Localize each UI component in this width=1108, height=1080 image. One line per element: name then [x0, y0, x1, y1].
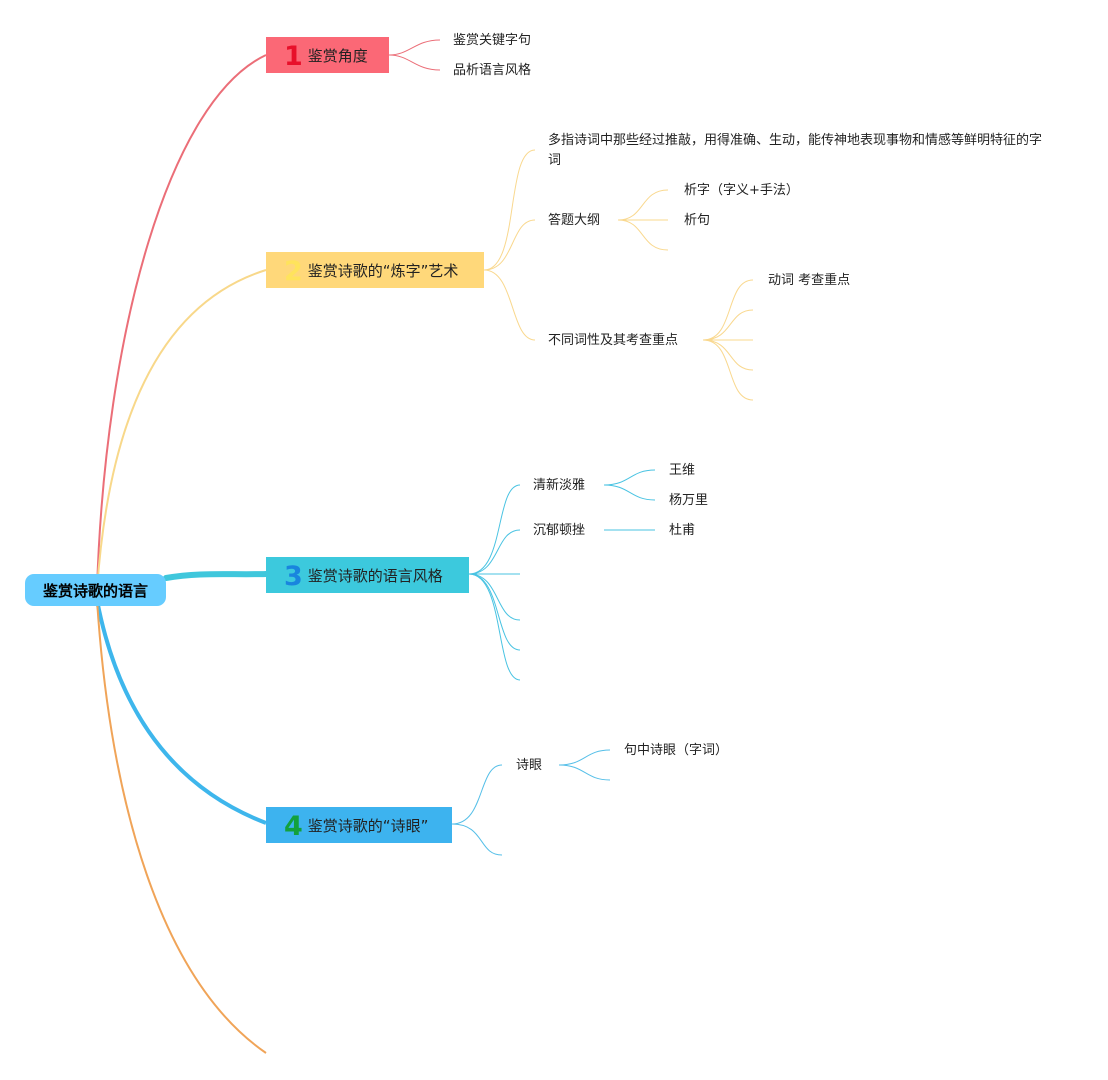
- subtopic-2-2-2[interactable]: 析句: [684, 213, 711, 228]
- connector-t3-c6: [468, 573, 521, 681]
- topic-3-label: 鉴赏诗歌的语言风格: [307, 566, 443, 585]
- subtopic-3-1-1[interactable]: 王维: [669, 463, 696, 478]
- subtopic-3-2-1[interactable]: 杜甫: [669, 523, 696, 538]
- number-1-icon: 1: [284, 40, 303, 72]
- branch-line-2: [96, 269, 267, 591]
- connector-dt-3: [617, 219, 669, 251]
- number-2-icon: 2: [284, 255, 303, 287]
- connector-t2-c3: [483, 269, 536, 341]
- connector-cx-4: [702, 339, 754, 371]
- connector-t1-c1: [388, 39, 441, 56]
- root-topic[interactable]: 鉴赏诗歌的语言: [25, 574, 166, 606]
- topic-2-label: 鉴赏诗歌的“炼字”艺术: [307, 261, 459, 280]
- subtopic-1-1[interactable]: 鉴赏关键字句: [453, 33, 532, 48]
- connector-t3-c4: [468, 573, 521, 621]
- subtopic-3-1-2[interactable]: 杨万里: [669, 493, 709, 508]
- topic-3[interactable]: 3 鉴赏诗歌的语言风格: [266, 557, 469, 593]
- connector-dt-1: [617, 189, 669, 221]
- connector-cx-5: [702, 339, 754, 401]
- connector-t4-c2: [451, 823, 503, 856]
- connector-sy-2: [558, 764, 611, 781]
- branch-line-5: [96, 599, 267, 1054]
- connector-t2-c2: [483, 219, 536, 271]
- topic-2[interactable]: 2 鉴赏诗歌的“炼字”艺术: [266, 252, 484, 288]
- subtopic-4-1-1[interactable]: 句中诗眼（字词）: [624, 743, 729, 758]
- connector-t1-c2: [388, 54, 441, 71]
- subtopic-1-2[interactable]: 品析语言风格: [453, 63, 532, 78]
- number-4-icon: 4: [284, 810, 303, 842]
- root-topic-label: 鉴赏诗歌的语言: [42, 581, 148, 600]
- number-3-icon: 3: [284, 560, 303, 592]
- connector-t2-c1: [483, 149, 536, 271]
- branch-line-4: [95, 599, 267, 825]
- subtopic-3-2[interactable]: 沉郁顿挫: [533, 523, 586, 538]
- connector-t3-c5: [468, 573, 521, 651]
- subtopic-2-1[interactable]: 多指诗词中那些经过推敲，用得准确、生动，能传神地表现事物和情感等鲜明特征的字词: [548, 133, 1043, 168]
- branch-line-1: [96, 54, 267, 591]
- connector-t3-c2: [468, 529, 521, 575]
- connector-qx-2: [603, 484, 656, 501]
- connector-t3-c1: [468, 484, 521, 575]
- subtopic-2-2-1[interactable]: 析字（字义+手法）: [684, 183, 799, 198]
- topic-4[interactable]: 4 鉴赏诗歌的“诗眼”: [266, 807, 452, 843]
- connector-cx-2: [702, 309, 754, 341]
- subtopic-2-2[interactable]: 答题大纲: [548, 213, 601, 228]
- topic-1[interactable]: 1 鉴赏角度: [266, 37, 389, 73]
- branch-line-3: [163, 571, 269, 581]
- connector-cx-1: [702, 279, 754, 341]
- topic-4-label: 鉴赏诗歌的“诗眼”: [307, 816, 429, 835]
- connector-t4-c1: [451, 764, 503, 825]
- subtopic-4-1[interactable]: 诗眼: [516, 758, 543, 773]
- subtopic-2-3-1[interactable]: 动词 考查重点: [768, 273, 851, 288]
- connector-sy-1: [558, 749, 611, 766]
- connector-qx-1: [603, 469, 656, 486]
- topic-1-label: 鉴赏角度: [307, 46, 368, 65]
- subtopic-2-3[interactable]: 不同词性及其考查重点: [548, 333, 679, 348]
- subtopic-3-1[interactable]: 清新淡雅: [533, 478, 586, 493]
